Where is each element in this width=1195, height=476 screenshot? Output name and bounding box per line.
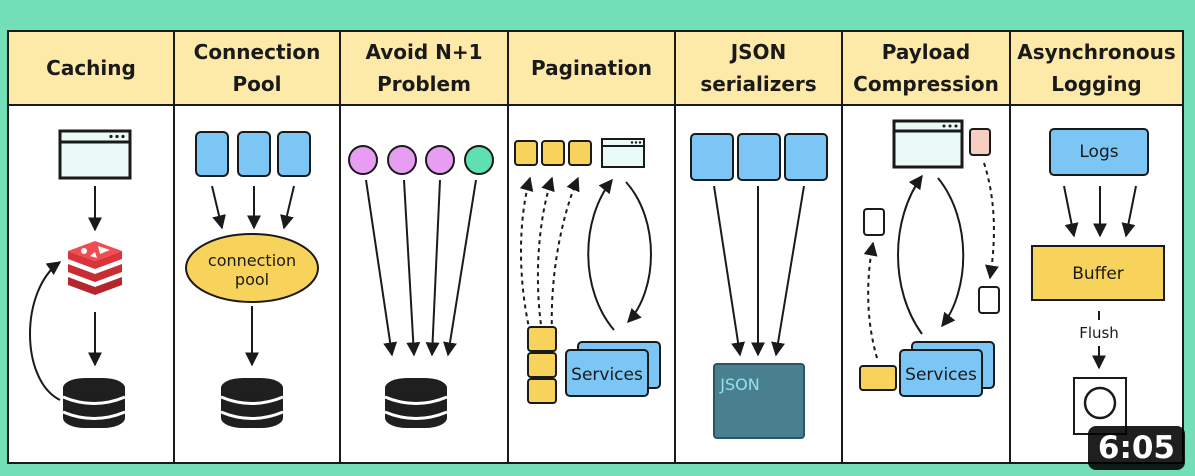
connection-pool-label-line-2: pool xyxy=(235,270,269,289)
video-timestamp: 6:05 xyxy=(1087,426,1185,470)
arrow xyxy=(1121,185,1137,238)
column-title-pagination: Pagination xyxy=(531,56,652,80)
database-icon xyxy=(62,378,126,428)
page-stack-box xyxy=(527,378,557,404)
column-title-json-serializers: JSON serializers xyxy=(700,40,817,96)
client-box xyxy=(237,131,271,177)
request-arrow xyxy=(897,174,923,335)
arrow xyxy=(1063,185,1079,238)
page-box xyxy=(568,140,592,166)
flush-label: Flush xyxy=(1079,324,1119,342)
dashed-arrow xyxy=(983,162,999,280)
services-label: Services xyxy=(571,365,643,385)
page-box xyxy=(514,140,538,166)
arrow xyxy=(280,185,295,230)
object-box xyxy=(737,133,781,181)
connection-pool-label-line-1: connection xyxy=(208,251,296,270)
logs-box xyxy=(1049,128,1149,176)
redis-icon xyxy=(68,241,122,295)
page-box xyxy=(541,140,565,166)
column-title-connection-pool: Connection Pool xyxy=(193,40,321,96)
response-arrow xyxy=(625,181,652,324)
column-divider xyxy=(173,32,175,462)
services-box xyxy=(899,349,983,397)
services-label: Services xyxy=(905,365,977,385)
buffer-label: Buffer xyxy=(1072,264,1124,284)
column-title-caching: Caching xyxy=(46,56,136,80)
query-circle xyxy=(425,145,455,175)
arrow xyxy=(403,179,421,357)
arrow xyxy=(771,185,805,357)
compressed-payload-box xyxy=(969,128,991,156)
disk-icon xyxy=(1073,377,1127,435)
page-stack-box xyxy=(527,352,557,378)
connection-pool-ellipse xyxy=(185,233,319,303)
request-arrow xyxy=(587,178,615,331)
column-divider xyxy=(841,32,843,462)
header-row: Caching Connection Pool Avoid N+1 Proble… xyxy=(9,32,1182,106)
query-circle xyxy=(387,145,417,175)
column-divider xyxy=(1009,32,1011,462)
payload-box xyxy=(859,365,897,391)
arrow xyxy=(443,179,477,357)
small-payload-box xyxy=(978,286,1000,314)
column-divider xyxy=(674,32,676,462)
query-circle xyxy=(348,145,378,175)
column-divider xyxy=(339,32,341,462)
object-box xyxy=(690,133,734,181)
json-label: JSON xyxy=(719,375,759,394)
dashed-arrow xyxy=(550,176,580,333)
database-icon xyxy=(384,378,448,428)
logs-label: Logs xyxy=(1079,142,1118,162)
browser-window-icon xyxy=(892,119,964,169)
column-divider xyxy=(507,32,509,462)
object-box xyxy=(784,133,828,181)
cache-return-arrow xyxy=(29,261,62,401)
database-icon xyxy=(220,378,284,428)
asynchronous-logging-column-graphics: Logs Buffer Flush xyxy=(1031,128,1165,435)
arrow xyxy=(365,179,398,357)
browser-window-icon xyxy=(601,138,645,168)
connection-pool-column-graphics: connection pool xyxy=(185,131,319,428)
json-serializers-column-graphics: JSON xyxy=(690,133,828,439)
arrow xyxy=(713,185,746,357)
payload-compression-column-graphics: Services xyxy=(859,119,1000,397)
client-box xyxy=(195,131,229,177)
caching-column-graphics xyxy=(29,129,132,428)
query-circle xyxy=(464,145,494,175)
pagination-column-graphics: Services xyxy=(514,138,661,404)
arrow xyxy=(425,179,441,357)
page-stack-box xyxy=(527,326,557,352)
column-title-asynchronous-logging: Asynchronous Logging xyxy=(1017,40,1176,96)
browser-window-icon xyxy=(58,129,132,180)
services-box xyxy=(565,349,649,397)
json-output-box xyxy=(713,363,805,439)
client-box xyxy=(277,131,311,177)
column-title-payload-compression: Payload Compression xyxy=(853,40,999,96)
response-arrow xyxy=(937,177,965,328)
small-payload-box xyxy=(863,208,885,236)
dashed-arrow xyxy=(536,176,555,333)
dashed-arrow xyxy=(863,241,878,359)
buffer-box xyxy=(1031,245,1165,301)
column-title-avoid-n-plus-1: Avoid N+1 Problem xyxy=(365,40,483,96)
avoid-n-plus-1-column-graphics xyxy=(348,145,494,428)
dashed-arrow xyxy=(519,176,534,333)
arrow xyxy=(211,185,226,230)
